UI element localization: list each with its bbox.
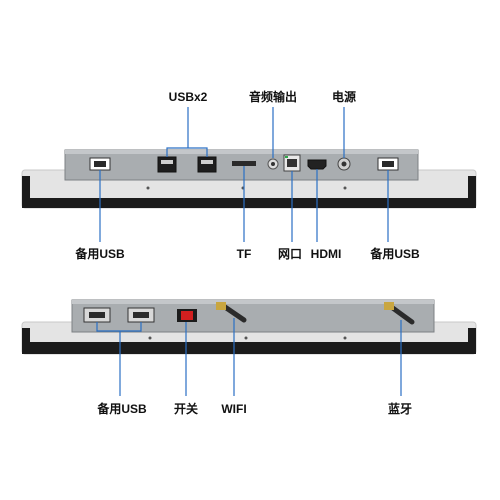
label-usbx2: USBx2 — [168, 90, 208, 104]
label-spare-usb-right: 备用USB — [370, 247, 420, 261]
bottom-device — [21, 299, 477, 355]
bottom-bezel-left — [22, 328, 30, 354]
spare-usb-port-1-slot — [89, 312, 105, 318]
usb-port-1 — [157, 156, 177, 173]
spare-usb-left-slot — [94, 161, 106, 167]
top-io-panel-highlight — [65, 150, 418, 154]
label-tf: TF — [236, 247, 252, 261]
power-switch-rocker — [181, 311, 193, 320]
bottom-io-panel-highlight — [72, 300, 434, 304]
label-lan: 网口 — [277, 247, 303, 261]
top-callouts — [99, 107, 389, 242]
usb-port-1-tongue — [161, 160, 173, 164]
wifi-antenna-connector — [216, 302, 226, 310]
bottom-bezel-right — [468, 328, 476, 354]
spare-usb-port-2-slot — [133, 312, 149, 318]
top-bezel-right — [468, 176, 476, 208]
lan-led — [285, 156, 288, 158]
power-jack-pin — [341, 161, 347, 167]
label-bluetooth: 蓝牙 — [387, 402, 413, 416]
bottom-callouts — [96, 318, 402, 396]
screw — [343, 336, 347, 340]
label-audio-out: 音频输出 — [248, 90, 298, 104]
hdmi-port — [307, 159, 327, 170]
label-power: 电源 — [331, 90, 357, 104]
label-spare-usb-left: 备用USB — [75, 247, 125, 261]
label-wifi: WIFI — [221, 402, 247, 416]
usb-port-2 — [197, 156, 217, 173]
screw — [146, 186, 150, 190]
label-hdmi: HDMI — [310, 247, 342, 261]
audio-jack-hole — [271, 162, 275, 166]
screw — [244, 336, 248, 340]
usbx2-bracket — [166, 147, 208, 157]
spare-usb-bracket — [96, 322, 142, 332]
spare-usb-right-slot — [382, 161, 394, 167]
bottom-io-panel — [71, 299, 435, 333]
label-switch: 开关 — [173, 402, 199, 416]
bottom-bezel — [22, 342, 476, 354]
top-bezel — [22, 198, 476, 208]
tf-slot — [232, 161, 256, 166]
lan-port-socket — [287, 159, 297, 167]
top-device — [21, 149, 477, 209]
screw — [148, 336, 152, 340]
screw — [343, 186, 347, 190]
bluetooth-antenna-connector — [384, 302, 394, 310]
usb-port-2-tongue — [201, 160, 213, 164]
label-spare-usb-bottom: 备用USB — [97, 402, 147, 416]
top-bezel-left — [22, 176, 30, 208]
